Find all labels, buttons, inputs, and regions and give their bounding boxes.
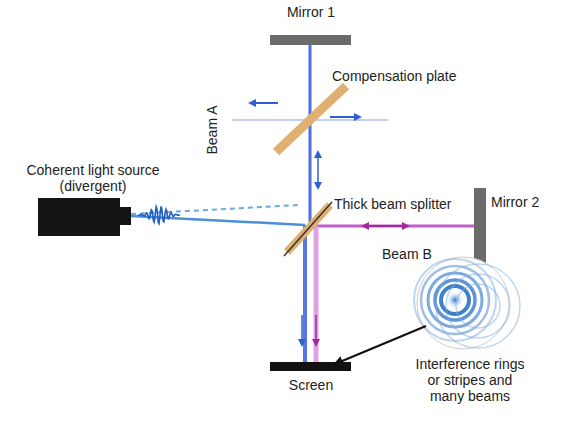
part-label: Thick beam splitter — [334, 196, 484, 212]
mirror-1 — [270, 35, 351, 45]
interference-ring — [446, 274, 510, 338]
mirror-2 — [474, 188, 486, 267]
interference-rings — [414, 259, 520, 348]
part-label: Coherent light source (divergent) — [18, 162, 168, 194]
beam-b-out — [314, 226, 319, 362]
wave-packet — [138, 206, 180, 223]
part-label: Compensation plate — [332, 68, 482, 84]
beam-a-arrow — [250, 102, 278, 104]
beam-b-arrow — [363, 225, 408, 227]
beam-a-out — [303, 225, 307, 362]
interference-ring — [456, 284, 500, 328]
part-label: Beam B — [382, 246, 452, 262]
part-label: Mirror 2 — [491, 194, 571, 210]
part-label: Interference rings or stripes and many b… — [411, 356, 529, 404]
beam-b-arrow — [315, 315, 317, 345]
light-source-nozzle — [120, 207, 131, 225]
part-label: Mirror 1 — [280, 4, 342, 20]
part-label: Screen — [280, 377, 342, 393]
compensation-plate — [276, 86, 346, 152]
beam-a-arrow — [317, 152, 319, 188]
beam-a-arrow — [301, 315, 303, 345]
interference-ring — [421, 266, 489, 334]
callout-arrow — [335, 326, 426, 364]
beam-b — [310, 225, 474, 228]
beam-a — [309, 45, 312, 222]
beam-a-arrow — [330, 116, 360, 118]
interference-ring — [436, 264, 520, 348]
light-source — [38, 198, 120, 236]
part-label: Beam A — [204, 90, 220, 170]
interference-ring — [441, 286, 469, 314]
beam-splitter-edge — [284, 202, 332, 256]
